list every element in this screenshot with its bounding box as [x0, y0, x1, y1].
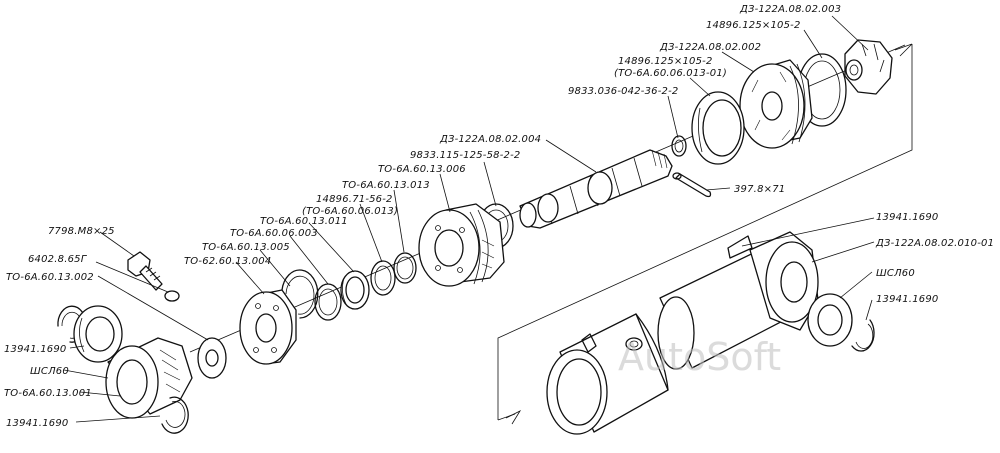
retaining-ring-left-bottom — [161, 396, 189, 434]
ring-14896-71 — [370, 260, 396, 296]
snap-ring — [281, 269, 319, 319]
guide-ring — [691, 91, 745, 165]
label-14896-71-56: 14896.71-56-2 — [316, 194, 393, 205]
label-14896-125-105-b: 14896.125×105-2 — [618, 56, 713, 67]
label-d3-004: ДЗ-122А.08.02.004 — [439, 134, 541, 145]
ball-joint-right — [807, 293, 853, 347]
label-7798: 7798.М8×25 — [48, 226, 115, 237]
label-14896-125-105-a: 14896.125×105-2 — [706, 20, 801, 31]
lock-washer — [164, 290, 180, 302]
label-397: 397.8×71 — [734, 184, 785, 195]
cylinder-head — [418, 203, 505, 287]
label-13941-right-bottom: 13941.1690 — [876, 294, 938, 305]
label-13941-right-top: 13941.1690 — [876, 212, 938, 223]
label-t0-6a-60-06-003: ТО-6А.60.06.003 — [230, 228, 318, 239]
label-t0-6a-60-13-001: ТО-6А.60.13.001 — [4, 388, 92, 399]
retaining-ring-right — [851, 319, 875, 352]
cotter-pin — [672, 172, 712, 198]
label-t0-62-60-13-004: ТО-62.60.13.004 — [184, 256, 271, 267]
bolt — [127, 251, 163, 291]
label-shsl60-right: ШСЛ60 — [876, 268, 915, 279]
label-9833-036: 9833.036-042-36-2-2 — [568, 86, 679, 97]
label-d3-003: ДЗ-122А.08.02.003 — [739, 4, 841, 15]
flange — [239, 289, 297, 365]
eye-housing-left — [105, 337, 193, 419]
label-d3-002: ДЗ-122А.08.02.002 — [659, 42, 761, 53]
label-t0-6a-60-13-006: ТО-6А.60.13.006 — [378, 164, 466, 175]
label-13941-left-bottom: 13941.1690 — [6, 418, 68, 429]
o-ring-small — [671, 135, 687, 157]
watermark-text: AutoSoft — [618, 335, 781, 379]
label-t0-6a-60-13-002: ТО-6А.60.13.002 — [6, 272, 94, 283]
eye-housing-right — [727, 231, 819, 331]
label-13941-left-top: 13941.1690 — [4, 344, 66, 355]
part-labels: ДЗ-122А.08.02.003 14896.125×105-2 ДЗ-122… — [4, 4, 994, 429]
label-6402: 6402.8.65Г — [28, 254, 88, 265]
label-t0-6a-60-13-011: ТО-6А.60.13.011 — [260, 216, 348, 227]
piston-rod — [519, 149, 673, 229]
castle-nut — [844, 39, 893, 95]
label-t0-6a-60-13-013: ТО-6А.60.13.013 — [342, 180, 430, 191]
label-shsl60-left: ШСЛ60 — [30, 366, 69, 377]
label-t0-6a-60-13-005: ТО-6А.60.13.005 — [202, 242, 290, 253]
leader-lines — [63, 15, 875, 423]
label-9833-115: 9833.115-125-58-2-2 — [410, 150, 521, 161]
cylinder-tube — [546, 313, 669, 435]
washer — [197, 337, 227, 379]
label-d3-010-01: ДЗ-122А.08.02.010-01 — [875, 238, 994, 249]
ring-06-003 — [314, 283, 342, 321]
ring-13-013 — [393, 252, 417, 284]
label-t0-6a-60-06-013: (ТО-6А.60.06.013) — [302, 206, 398, 217]
bushing-13-011 — [340, 270, 370, 310]
label-t0-6a-60-06-013-01: (ТО-6А.60.06.013-01) — [614, 68, 727, 79]
piston — [739, 59, 813, 149]
ball-joint-left — [73, 305, 123, 363]
